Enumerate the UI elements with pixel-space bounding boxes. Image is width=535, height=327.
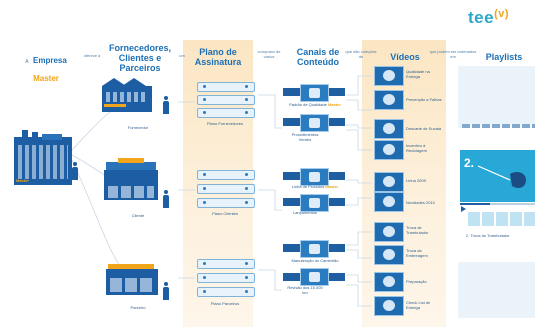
channel-label-padrao: Padrão de Qualidade Master: [280, 102, 350, 107]
video-thumb-2[interactable]: [374, 119, 404, 139]
plan-label-parceiros: Plano Parceiros: [210, 301, 240, 306]
video-label-3: Incentivo à Reciclagem: [406, 143, 427, 153]
video-label-4: Linha 2009: [406, 178, 426, 183]
video-label-2: Descarte de Sucata: [406, 126, 442, 131]
header-um: um: [179, 53, 185, 58]
playlist-video-graphic: [477, 165, 526, 188]
header-playlists: Playlists: [485, 52, 523, 62]
cliente-person-icon: [163, 190, 169, 208]
playlist-progress-bar[interactable]: [460, 203, 535, 205]
parceiro-person-icon: [163, 282, 169, 300]
playlist-video-player[interactable]: 2.: [460, 150, 535, 202]
channel-padrao-text: Padrão de Qualidade: [289, 102, 327, 107]
channel-label-procedimentos: Procedimentos Verdes: [291, 132, 319, 142]
header-que-podem: que podem ser ordenados em: [429, 49, 477, 59]
channel-linha-highlight: Master: [325, 184, 339, 189]
playlist-item-label[interactable]: 2. Troca do Trambulador: [466, 233, 510, 238]
channel-linha-text: Linha de Produtos: [291, 184, 325, 189]
playlist-play-icon[interactable]: [461, 206, 466, 212]
channel-label-linha: Linha de Produtos Master: [280, 184, 350, 189]
video-thumb-0[interactable]: [374, 66, 404, 86]
channel-padrao-highlight: Master: [328, 102, 341, 107]
header-composto: composto de vários: [257, 49, 281, 59]
channel-label-revisao: Revisão dos 15.000 km: [287, 285, 323, 295]
video-label-6: Troca de Trambulador: [406, 225, 429, 235]
logo-badge: (v): [494, 8, 510, 20]
video-thumb-1[interactable]: [374, 90, 404, 110]
header-oferece: oferece a: [83, 53, 101, 58]
header-empresa: A Empresa Master: [20, 50, 72, 86]
header-empresa-prefix: A: [25, 59, 29, 65]
fornecedor-person-icon: [163, 96, 169, 114]
playlist-number: 2.: [464, 156, 475, 170]
teev-logo: tee(v): [468, 8, 509, 28]
video-label-9: Check List de Entrega: [406, 300, 431, 310]
video-thumb-6[interactable]: [374, 222, 404, 242]
video-thumb-8[interactable]: [374, 272, 404, 292]
playlist-card-top: [458, 66, 535, 128]
playlist-thumb-strip: [468, 212, 535, 226]
logo-text: tee: [468, 8, 495, 27]
video-label-0: Qualidade na Entrega: [406, 69, 430, 79]
master-person-icon: [72, 162, 78, 180]
entity-label-cliente: Cliente: [131, 213, 145, 218]
plan-label-fornecedores: Plano Fornecedores: [206, 121, 244, 126]
header-empresa-master: Master: [33, 74, 59, 83]
video-thumb-5[interactable]: [374, 192, 404, 212]
video-label-1: Prevenção a Falhas: [406, 97, 442, 102]
video-thumb-9[interactable]: [374, 296, 404, 316]
video-label-5: Novidades 2010: [406, 200, 435, 205]
channel-label-lancamentos: Lançamentos: [292, 210, 317, 215]
video-thumb-7[interactable]: [374, 245, 404, 265]
header-fornecedores: Fornecedores, Clientes e Parceiros: [108, 43, 172, 73]
header-que-sao: que são coleções de: [345, 49, 377, 59]
plan-label-clientes: Plano Clientes: [212, 211, 238, 216]
entity-label-fornecedor: Fornecedor: [127, 125, 149, 130]
video-label-8: Preparação: [406, 279, 427, 284]
video-thumb-3[interactable]: [374, 140, 404, 160]
video-label-7: Troca da Embreagem: [406, 248, 428, 258]
header-plano: Plano de Assinatura: [194, 47, 242, 67]
entity-label-parceiro: Parceiro: [130, 305, 146, 310]
playlist-card-bottom: [458, 262, 535, 318]
channel-label-manutencao: Manutenção do Caminhão: [291, 258, 339, 263]
header-canais: Canais de Conteúdo: [296, 47, 340, 67]
header-videos: Vídeos: [390, 52, 420, 62]
video-thumb-4[interactable]: [374, 172, 404, 192]
master-building-label: Master: [16, 178, 29, 183]
header-empresa-title: Empresa: [33, 56, 67, 65]
